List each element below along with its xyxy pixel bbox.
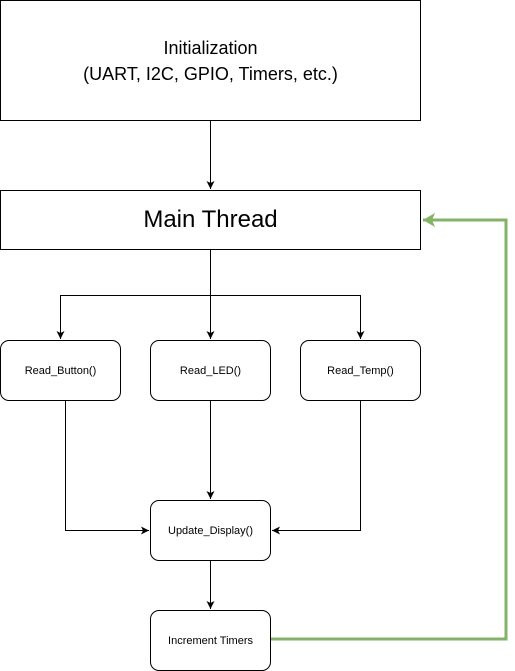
read-button-box: Read_Button() [0,340,121,401]
loop-arrow-increment-to-main [271,213,508,641]
read-temp-label: Read_Temp() [327,364,394,377]
read-button-label: Read_Button() [24,364,97,377]
increment-timers-box: Increment Timers [150,610,271,671]
initialization-title: Initialization [163,37,258,58]
initialization-box: Initialization (UART, I2C, GPIO, Timers,… [0,0,421,121]
initialization-subtitle: (UART, I2C, GPIO, Timers, etc.) [83,63,338,84]
update-display-label: Update_Display() [168,524,253,537]
update-display-box: Update_Display() [150,500,271,561]
main-thread-label: Main Thread [143,206,278,233]
arrow-read-temp-to-update [272,401,361,535]
arrow-main-to-read-temp [210,295,365,339]
main-thread-box: Main Thread [0,190,421,250]
read-led-box: Read_LED() [150,340,271,401]
arrow-read-button-to-update [65,401,149,535]
arrow-main-to-read-button [56,295,211,339]
read-temp-box: Read_Temp() [300,340,421,401]
read-led-label: Read_LED() [179,364,242,377]
increment-timers-label: Increment Timers [168,634,253,647]
